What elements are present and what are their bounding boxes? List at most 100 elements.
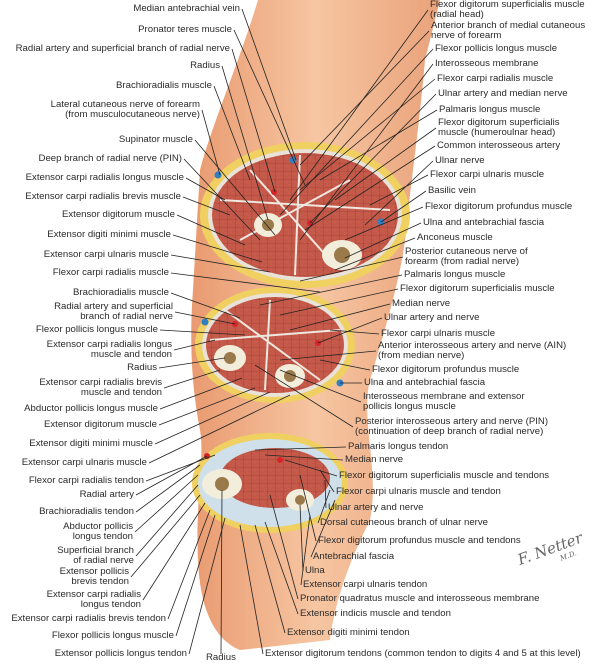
label-radius: Radius: [127, 362, 157, 373]
label-abductor-pollicis-longus-tendon: Abductor pollicis longus tendon: [63, 521, 133, 542]
leader-line: [279, 350, 377, 361]
leader-line: [319, 109, 438, 181]
leader-line: [135, 484, 199, 557]
label-extensor-carpi-ulnaris-tendon: Extensor carpi ulnaris tendon: [303, 579, 428, 590]
label-ulnar-nerve: Ulnar nerve: [435, 155, 485, 166]
leader-line: [182, 196, 231, 216]
label-radius-distal: Radius: [206, 652, 236, 663]
label-interosseous-membrane-and-extensor-pollicis-longus-muscle: Interosseous membrane and extensor polli…: [363, 391, 525, 412]
label-palmaris-longus-muscle: Palmaris longus muscle: [439, 104, 541, 115]
leader-line: [254, 446, 347, 451]
label-extensor-digitorum-tendons: Extensor digitorum tendons (common tendo…: [265, 648, 581, 659]
leader-line: [264, 521, 299, 615]
leader-line: [231, 48, 276, 193]
label-extensor-carpi-radialis-brevis-muscle-and-tendon: Extensor carpi radialis brevis muscle an…: [39, 377, 162, 398]
label-extensor-indicis-muscle-and-tendon: Extensor indicis muscle and tendon: [300, 608, 451, 619]
leader-line: [188, 517, 226, 655]
leader-line: [310, 499, 336, 558]
label-flexor-pollicis-longus-muscle: Flexor pollicis longus muscle: [51, 630, 174, 641]
leader-line: [289, 9, 429, 201]
label-extensor-digiti-minimi-muscle: Extensor digiti minimi muscle: [47, 229, 171, 240]
label-pronator-quadratus-muscle-and-interosseous-membrane: Pronator quadratus muscle and interosseo…: [300, 593, 540, 604]
leader-line: [380, 190, 427, 223]
label-flexor-pollicis-longus-muscle: Flexor pollicis longus muscle: [435, 43, 558, 54]
label-radial-artery-and-superficial-branch-of-radial-nerve: Radial artery and superficial branch of …: [54, 301, 173, 322]
label-radial-artery: Radial artery: [79, 489, 134, 500]
leader-line: [170, 292, 241, 319]
label-flexor-digitorum-superficialis-muscle-and-tendons: Flexor digitorum superficialis muscle an…: [339, 470, 550, 481]
leader-lines: [130, 8, 438, 655]
leader-line: [239, 524, 264, 655]
label-dorsal-cutaneous-branch-of-ulnar-nerve: Dorsal cutaneous branch of ulnar nerve: [320, 517, 488, 528]
leader-line: [259, 274, 403, 306]
leader-line: [369, 174, 429, 206]
leader-line: [183, 158, 261, 241]
label-abductor-pollicis-longus-muscle: Abductor pollicis longus muscle: [24, 403, 158, 414]
label-ulna-and-antebrachial-fascia: Ulna and antebrachial fascia: [423, 217, 545, 228]
label-brachioradialis-tendon: Brachioradialis tendon: [39, 506, 134, 517]
label-flexor-digitorum-profundus-muscle-and-tendons: Flexor digitorum profundus muscle and te…: [318, 535, 521, 546]
label-extensor-digiti-minimi-tendon: Extensor digiti minimi tendon: [287, 627, 410, 638]
leader-line: [269, 494, 299, 600]
leader-line: [172, 234, 263, 263]
leader-line: [170, 254, 271, 273]
label-flexor-carpi-radialis-muscle: Flexor carpi radialis muscle: [52, 267, 169, 278]
leader-line: [148, 394, 291, 464]
label-extensor-carpi-ulnaris-muscle: Extensor carpi ulnaris muscle: [21, 457, 147, 468]
label-flexor-digitorum-profundus-muscle: Flexor digitorum profundus muscle: [372, 364, 520, 375]
label-posterior-cutaneous-nerve-of-forearm: Posterior cutaneous nerve of forearm (fr…: [405, 246, 528, 267]
leader-line: [158, 357, 226, 369]
label-flexor-carpi-radialis-tendon: Flexor carpi radialis tendon: [28, 475, 144, 486]
leader-line: [299, 504, 304, 572]
label-extensor-pollicis-brevis-tendon: Extensor pollicis brevis tendon: [59, 566, 129, 587]
leader-line: [174, 311, 236, 325]
leader-line: [167, 509, 211, 620]
leader-line: [289, 303, 391, 331]
label-superficial-branch-of-radial-nerve: Superficial branch of radial nerve: [57, 545, 134, 566]
label-extensor-pollicis-longus-tendon: Extensor pollicis longus tendon: [54, 648, 187, 659]
leader-line: [344, 222, 422, 259]
leader-line: [185, 177, 226, 201]
leader-line: [329, 329, 380, 335]
label-palmaris-longus-tendon: Palmaris longus tendon: [348, 441, 449, 452]
leader-line: [264, 454, 344, 461]
leader-line: [300, 514, 311, 586]
label-interosseous-membrane: Interosseous membrane: [435, 58, 539, 69]
leader-line: [221, 65, 269, 221]
label-flexor-carpi-radialis-muscle: Flexor carpi radialis muscle: [437, 73, 554, 84]
netter-signature-icon: F. Netter M.D.: [514, 528, 586, 569]
leader-line: [213, 85, 251, 181]
label-flexor-digitorum-superficialis-muscle: Flexor digitorum superficialis muscle (r…: [430, 0, 585, 20]
label-basilic-vein: Basilic vein: [428, 185, 476, 196]
leader-line: [135, 464, 201, 513]
leader-line: [299, 30, 430, 166]
label-common-interosseous-artery: Common interosseous artery: [437, 140, 561, 151]
middle-cross-section: [195, 287, 355, 403]
leader-line: [279, 288, 399, 316]
leader-line: [173, 339, 216, 351]
label-flexor-carpi-ulnaris-muscle-and-tendon: Flexor carpi ulnaris muscle and tendon: [336, 486, 501, 497]
leader-line: [334, 237, 416, 271]
leader-line: [309, 93, 437, 224]
leader-line: [344, 206, 424, 241]
label-extensor-carpi-ulnaris-muscle: Extensor carpi ulnaris muscle: [43, 249, 169, 260]
svg-text:F. Netter: F. Netter: [514, 528, 586, 569]
leader-line: [254, 364, 354, 428]
leader-line: [158, 387, 256, 426]
leader-line: [279, 369, 362, 403]
label-ulna: Ulna: [305, 565, 325, 576]
label-anterior-branch-of-medial-cutaneous-nerve-of-forearm: Anterior branch of medial cutaneous nerv…: [431, 20, 586, 41]
leader-line: [142, 502, 206, 601]
label-median-nerve: Median nerve: [392, 298, 451, 309]
label-flexor-digitorum-superficialis-muscle: Flexor digitorum superficialis muscle (h…: [438, 117, 560, 138]
label-extensor-digitorum-muscle: Extensor digitorum muscle: [61, 209, 175, 220]
leader-line: [319, 469, 335, 493]
leader-line: [134, 474, 199, 533]
leader-line: [159, 377, 243, 410]
leader-line: [233, 29, 306, 186]
proximal-cross-section: [200, 142, 410, 288]
label-radius: Radius: [190, 60, 220, 71]
leader-line: [299, 474, 317, 542]
leader-line: [299, 78, 436, 191]
